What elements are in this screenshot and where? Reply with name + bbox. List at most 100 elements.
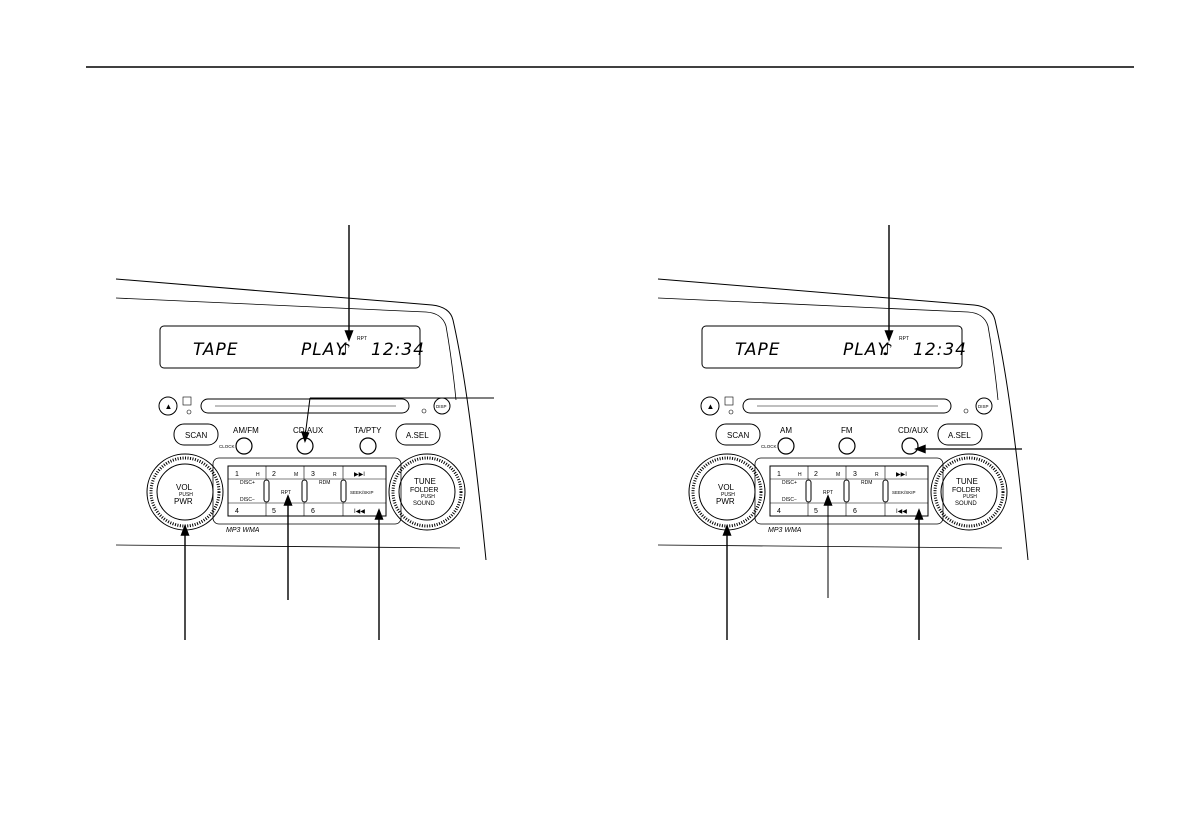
tune-knob-knurl [391,456,463,528]
tune-label: TUNE [414,477,436,486]
preset-2-sub: M [836,472,840,478]
display-indicator: RPT [357,336,367,342]
eject-button[interactable] [700,396,720,416]
display-status: PLAY [301,340,347,360]
formats-label: MP3 WMA [226,527,260,534]
preset-sep-1 [805,479,812,503]
asel-label: A.SEL [406,431,429,440]
disc-up-label: DISC+ [240,480,255,486]
round2-label: FM [841,426,853,435]
formats-label: MP3 WMA [768,527,802,534]
disc-load-icon [724,396,734,406]
eject-button[interactable] [158,396,178,416]
preset-2-label[interactable]: 2 [272,471,276,478]
preset-sep-3 [882,479,889,503]
note-icon: ♪ [340,340,352,360]
prev-track-icon[interactable]: I◀◀ [896,509,907,515]
asel-button[interactable] [395,423,441,446]
preset-3-label[interactable]: 3 [311,471,315,478]
round3-label: CD/AUX [898,426,929,435]
preset-3-sub: R [875,472,879,478]
vol-label: VOL [176,483,193,492]
display-mode: TAPE [735,340,780,360]
preset-surround [754,457,944,525]
bezel-bottom [657,544,1003,549]
note-icon: ♪ [882,340,894,360]
next-track-icon[interactable]: ▶▶I [896,472,907,478]
seek-skip-label[interactable]: SEEK/SKIP [350,490,374,495]
scan-button[interactable] [173,423,219,446]
next-track-icon[interactable]: ▶▶I [354,472,365,478]
indicator-led [186,409,192,415]
disc-down-label: DISC− [240,497,255,503]
round3-label: TA/PTY [354,426,382,435]
asel-label: A.SEL [948,431,971,440]
vol-label: VOL [718,483,735,492]
disc-load-icon [182,396,192,406]
preset-4-label[interactable]: 4 [777,508,781,515]
eject-icon: ▲ [707,402,715,411]
preset-3-label[interactable]: 3 [853,471,857,478]
round3-button[interactable] [359,437,377,455]
preset-1-label[interactable]: 1 [777,471,781,478]
preset-6-label[interactable]: 6 [853,508,857,515]
preset-sep-2 [843,479,850,503]
radio-unit-right: TAPE PLAY ♪ RPT 12:34 ▲ DISP SCAN A.SEL … [657,225,1029,640]
round1-button[interactable] [235,437,253,455]
preset-4-label[interactable]: 4 [235,508,239,515]
rdm-label: RDM [861,480,872,486]
bezel-outline [657,278,1029,561]
asel-button[interactable] [937,423,983,446]
bezel-inner [657,297,999,401]
seek-skip-label[interactable]: SEEK/SKIP [892,490,916,495]
bezel-outline [115,278,487,561]
display-clock: 12:34 [913,340,967,360]
scan-button[interactable] [715,423,761,446]
display-panel [159,325,421,369]
preset-2-label[interactable]: 2 [814,471,818,478]
indicator-led [728,409,734,415]
preset-5-label[interactable]: 5 [814,508,818,515]
folder-label: FOLDER [410,487,438,494]
indicator-led-2 [963,408,969,414]
preset-1-sub: H [798,472,802,478]
preset-3-sub: R [333,472,337,478]
round3-button[interactable] [901,437,919,455]
eject-icon: ▲ [165,402,173,411]
disc-up-label: DISC+ [782,480,797,486]
preset-5-label[interactable]: 5 [272,508,276,515]
round1-label: AM/FM [233,426,259,435]
folder-label: FOLDER [952,487,980,494]
tune-label: TUNE [956,477,978,486]
round2-button[interactable] [838,437,856,455]
indicator-led-2 [421,408,427,414]
rpt-label: RPT [823,490,833,496]
vol-push-label: PUSH [179,492,193,498]
callouts-right [722,225,1022,640]
rpt-label: RPT [281,490,291,496]
preset-sep-2 [301,479,308,503]
pwr-label: PWR [174,497,193,506]
sound-label: SOUND [955,501,977,507]
prev-track-icon[interactable]: I◀◀ [354,509,365,515]
sound-label: SOUND [413,501,435,507]
disp-button[interactable] [975,397,993,415]
display-clock: 12:34 [371,340,425,360]
scan-label: SCAN [727,431,749,440]
preset-sep-3 [340,479,347,503]
preset-1-label[interactable]: 1 [235,471,239,478]
tune-push-label: PUSH [963,494,977,500]
rdm-label: RDM [319,480,330,486]
clock-label: CLOCK [761,444,777,449]
tune-knob[interactable] [398,463,456,521]
preset-2-sub: M [294,472,298,478]
callouts-left [180,225,494,640]
preset-6-label[interactable]: 6 [311,508,315,515]
clock-label: CLOCK [219,444,235,449]
round1-button[interactable] [777,437,795,455]
disp-label: DISP [436,404,447,409]
tune-knob-knurl [933,456,1005,528]
bezel-inner [115,297,457,401]
tune-knob[interactable] [940,463,998,521]
